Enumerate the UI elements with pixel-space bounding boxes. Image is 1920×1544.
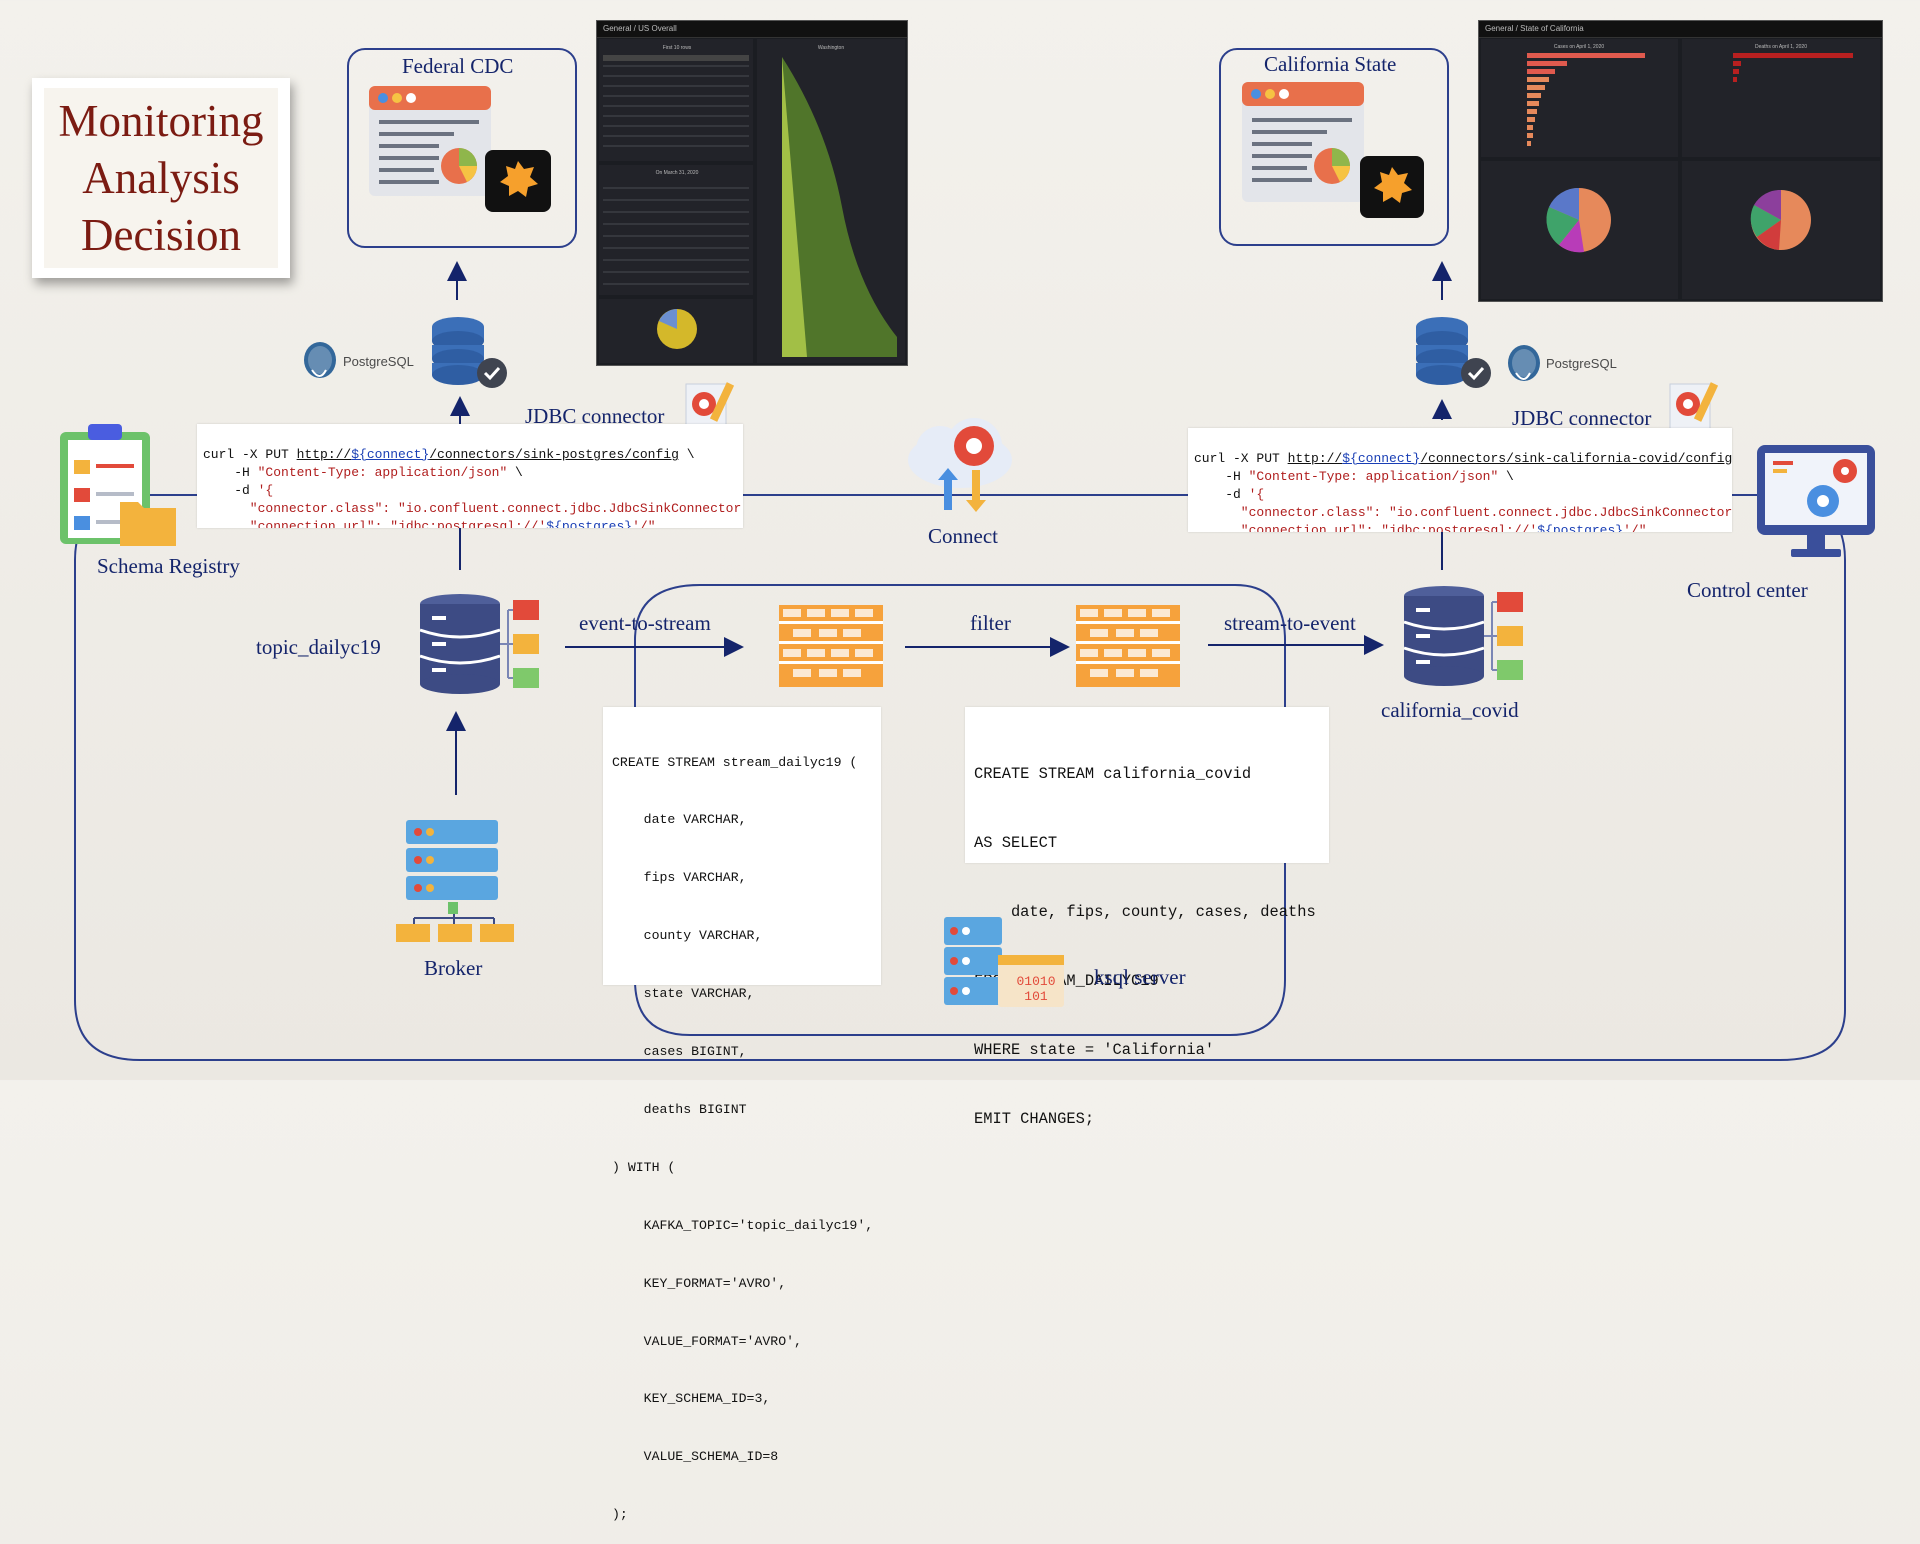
- dashboard-panels-right: Cases on April 1, 2020 Deaths on April 1…: [1481, 39, 1880, 299]
- database-check-icon-left: [432, 317, 507, 388]
- dashboard-panels: First 10 rows On March 31, 2020 Washingt…: [599, 39, 905, 363]
- us-overall-dashboard: General / US Overall First 10 rows On Ma…: [596, 20, 908, 366]
- monitor-gears-icon: [1757, 445, 1875, 557]
- binary-text: 01010 101: [1016, 974, 1056, 1004]
- dashboard-breadcrumb: General / US Overall: [597, 21, 907, 38]
- event-to-stream-label: event-to-stream: [579, 611, 711, 635]
- postgresql-label-left: PostgreSQL: [343, 354, 414, 369]
- panel-cases: Cases on April 1, 2020: [1554, 44, 1605, 50]
- broker-server-icon: [396, 820, 514, 942]
- stream-to-event-label: stream-to-event: [1224, 611, 1356, 635]
- panel-first-rows: First 10 rows: [663, 45, 692, 51]
- filter-label: filter: [970, 611, 1011, 635]
- database-topics-icon: [419, 594, 539, 694]
- california-dashboard: General / State of California Cases on A…: [1478, 20, 1883, 302]
- broker-label: Broker: [424, 956, 483, 980]
- title-line-1: Monitoring: [58, 95, 264, 146]
- curl-command-right: curl -X PUT http://${connect}/connectors…: [1188, 428, 1732, 532]
- ksql-filter-code: CREATE STREAM california_covid AS SELECT…: [965, 707, 1329, 1128]
- schema-registry-label: Schema Registry: [97, 554, 240, 578]
- title-line-3: Decision: [81, 209, 241, 260]
- postgresql-label-right: PostgreSQL: [1546, 356, 1617, 371]
- ksql-server-label: ksql server: [1094, 965, 1186, 989]
- title-card: Monitoring Analysis Decision: [32, 78, 290, 278]
- ksql-server-icon: [944, 917, 1064, 1007]
- control-center-label: Control center: [1687, 578, 1808, 602]
- federal-cdc-card: [347, 48, 577, 248]
- cloud-connect-icon: [908, 418, 1012, 512]
- federal-cdc-label: Federal CDC: [402, 54, 514, 78]
- dashboard-breadcrumb-right: General / State of California: [1479, 21, 1882, 38]
- connect-label: Connect: [928, 524, 998, 548]
- panel-march-31: On March 31, 2020: [656, 170, 699, 176]
- title-line-2: Analysis: [82, 152, 240, 203]
- panel-deaths: Deaths on April 1, 2020: [1755, 44, 1807, 50]
- postgresql-logo-left: [304, 342, 336, 378]
- panel-washington: Washington: [818, 45, 844, 51]
- curl-command-left: curl -X PUT http://${connect}/connectors…: [197, 424, 743, 528]
- california-state-label: California State: [1264, 52, 1397, 76]
- clipboard-folder-icon: [60, 424, 176, 546]
- browser-chart-icon: [369, 86, 551, 212]
- california-covid-label: california_covid: [1381, 698, 1519, 722]
- firewall-icon-stream: [779, 605, 883, 687]
- database-check-icon-right: [1416, 317, 1491, 388]
- ksql-create-stream-code: CREATE STREAM stream_dailyc19 ( date VAR…: [603, 707, 881, 1522]
- database-topics-icon-right: [1403, 586, 1523, 686]
- jdbc-connector-label-right: JDBC connector: [1512, 406, 1652, 430]
- topic-label: topic_dailyc19: [256, 635, 381, 659]
- postgresql-logo-right: [1508, 345, 1540, 381]
- browser-chart-icon-right: [1242, 82, 1424, 218]
- ksql-loop: [634, 584, 1286, 1036]
- firewall-icon-filter: [1076, 605, 1180, 687]
- california-state-card: [1219, 48, 1449, 246]
